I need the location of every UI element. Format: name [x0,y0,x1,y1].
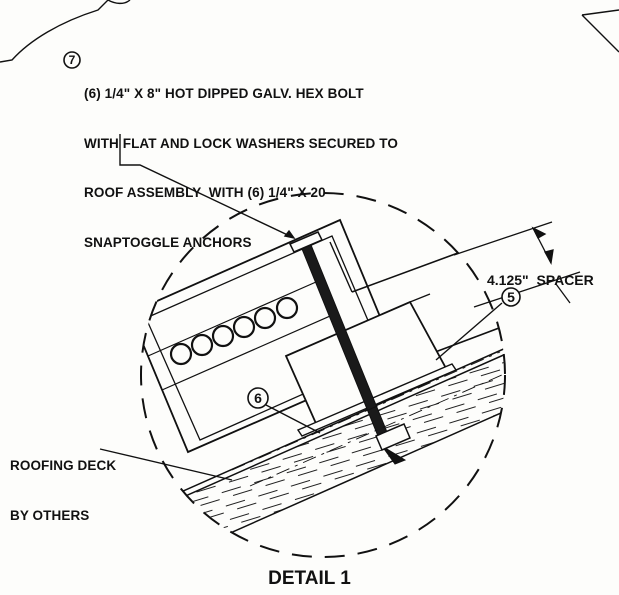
leader-lines [99,134,503,481]
leader-5 [435,302,503,361]
spacer-dimension [453,221,581,308]
callout-6-number: 6 [254,390,262,406]
leader-6 [265,404,321,434]
leader-roofing-deck [99,448,233,481]
callout-7-balloon [63,51,81,69]
bolt-note-line: ROOF ASSEMBLY WITH (6) 1/4" X 20 [84,185,326,200]
callout-5-number: 5 [507,289,515,305]
bolt-note-line: (6) 1/4" X 8" HOT DIPPED GALV. HEX BOLT [84,86,364,101]
tube-row [169,296,299,366]
detail-contents [141,207,505,557]
leader-7 [119,134,295,239]
adjacent-view-fragment [0,0,619,63]
callout-7-number: 7 [68,53,76,67]
hex-bolt [288,231,411,465]
roofing-deck-line: ROOFING DECK [10,458,117,473]
bolt-note-line: SNAPTOGGLE ANCHORS [84,234,252,250]
spacer-dimension-label: 4.125" SPACER [487,272,594,288]
bolt-note-line: WITH FLAT AND LOCK WASHERS SECURED TO [84,135,398,151]
bolt-note: (6) 1/4" X 8" HOT DIPPED GALV. HEX BOLT … [84,53,398,284]
callout-5-balloon [501,287,521,307]
callout-6-balloon [247,387,269,409]
detail-title: DETAIL 1 [268,568,351,589]
roofing-deck-line: BY OTHERS [10,507,90,523]
roofing-deck-note: ROOFING DECK BY OTHERS [10,425,116,557]
